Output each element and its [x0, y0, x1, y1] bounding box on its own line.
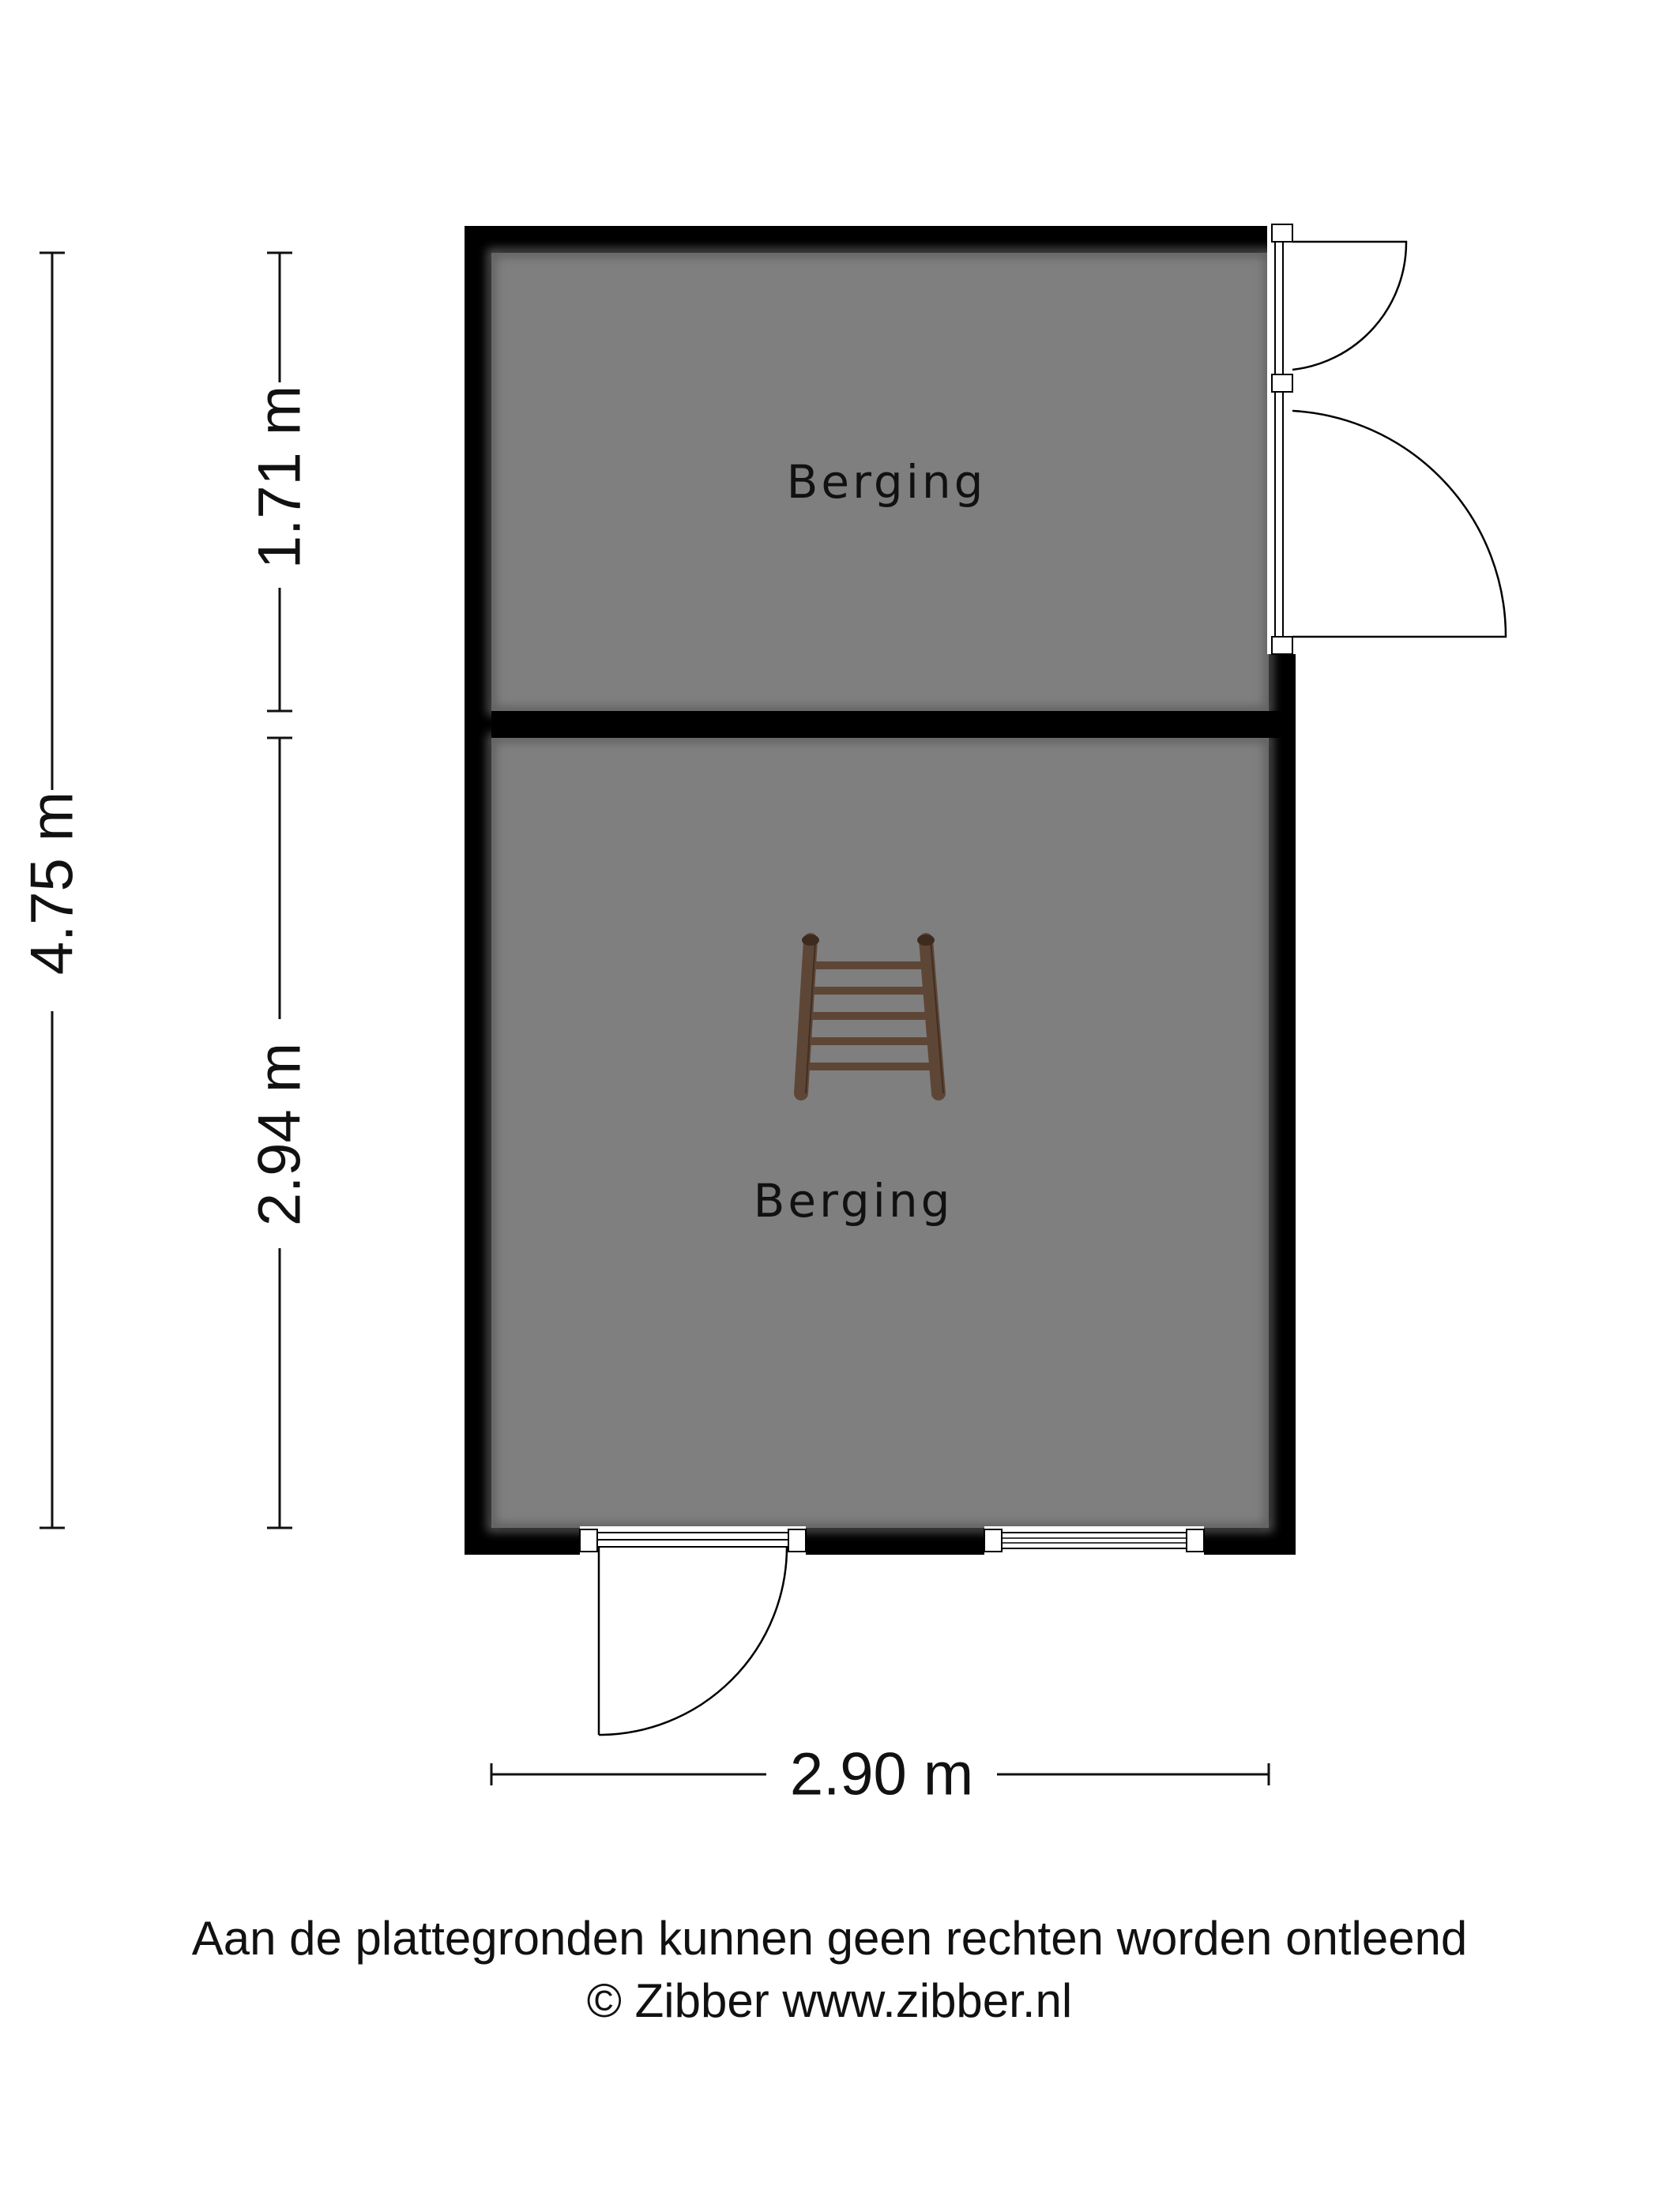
dimension-total-height — [40, 251, 65, 1529]
door-swing-arc — [598, 1546, 788, 1736]
ladder-icon — [794, 933, 946, 1100]
window-glass — [1001, 1532, 1187, 1549]
room-label-upper: Berging — [787, 455, 987, 509]
door-frame — [579, 1529, 598, 1552]
door-swing-arc — [1292, 409, 1507, 638]
door-leaf — [1274, 241, 1284, 375]
dimension-lower-room-height — [267, 736, 292, 1529]
room-upper-berging: Berging — [487, 249, 1273, 715]
room-label-lower: Berging — [754, 1174, 954, 1228]
door-swing-arc — [1292, 240, 1408, 371]
footer-disclaimer: Aan de plattegronden kunnen geen rechten… — [191, 1912, 1468, 1965]
door-frame — [1271, 224, 1293, 243]
window-frame — [1186, 1529, 1205, 1552]
right-wall-doors — [1267, 224, 1507, 655]
window-frame — [984, 1529, 1003, 1552]
dimension-width — [490, 1763, 1270, 1785]
interior-wall — [491, 711, 1296, 738]
dimension-label-lower-room: 2.94 m — [246, 1043, 314, 1226]
door-frame — [1271, 636, 1293, 655]
footer-copyright: © Zibber www.zibber.nl — [586, 1974, 1073, 2027]
door-frame — [788, 1529, 807, 1552]
door-leaf — [1274, 391, 1284, 638]
dimension-label-total-height: 4.75 m — [19, 792, 86, 975]
dimension-label-width: 2.90 m — [790, 1741, 973, 1808]
bottom-wall-openings — [579, 1526, 1205, 1736]
door-frame — [1271, 374, 1293, 393]
room-upper-floor — [491, 253, 1269, 711]
dimension-upper-room-height — [267, 251, 292, 713]
room-lower-berging: Berging — [487, 734, 1273, 1532]
room-lower-floor — [491, 738, 1269, 1528]
dimension-label-upper-room: 1.71 m — [246, 386, 314, 569]
